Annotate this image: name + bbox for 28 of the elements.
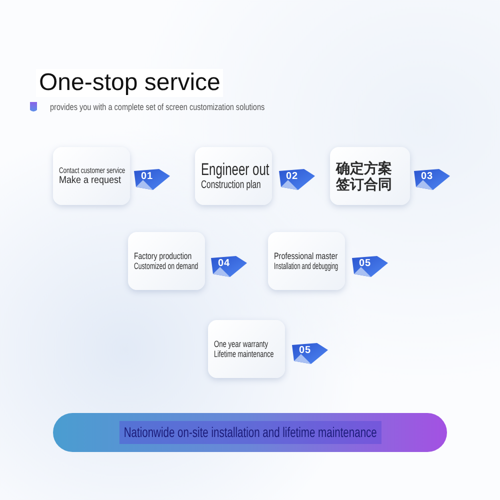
step-number: 05 (299, 346, 312, 356)
step-subtitle: Make a request (59, 174, 121, 186)
step-title: One year warranty (214, 338, 268, 349)
step-subtitle: Installation and debugging (274, 261, 338, 272)
banner (53, 413, 447, 452)
step-number: 01 (141, 172, 154, 182)
banner-text: Nationwide on-site installation and lifetime maintenance (119, 421, 381, 444)
page-title: One-stop service (36, 69, 224, 97)
step-number: 03 (421, 172, 434, 182)
step-subtitle: Construction plan (201, 179, 261, 192)
step-subtitle: 签订合同 (336, 176, 392, 192)
subtitle-text: provides you with a complete set of screen customization solutions (50, 102, 265, 112)
step-subtitle: Lifetime maintenance (214, 349, 274, 360)
step-title: 确定方案 (336, 160, 392, 176)
step-card (128, 232, 205, 290)
step-title: Factory production (134, 250, 192, 261)
step-card (208, 320, 285, 378)
step-number: 04 (218, 259, 230, 269)
step-title: Engineer out (201, 160, 270, 180)
step-title: Contact customer service (59, 166, 126, 175)
step-card (268, 232, 345, 290)
step-title: Professional master (274, 250, 338, 261)
step-card (53, 147, 130, 205)
step-card (195, 147, 272, 205)
step-subtitle: Customized on demand (134, 261, 198, 272)
step-number: 02 (286, 172, 298, 182)
step-card (330, 147, 410, 205)
step-number: 05 (359, 259, 372, 269)
